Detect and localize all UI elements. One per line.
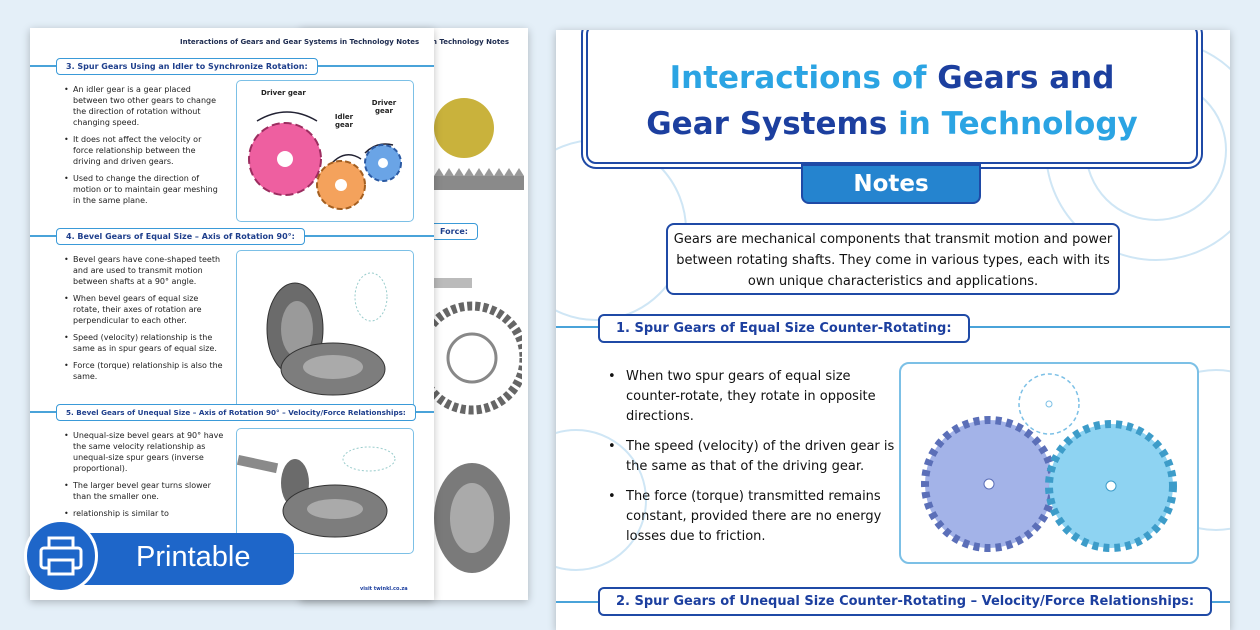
list-item: The larger bevel gear turns slower than … — [64, 480, 224, 502]
idler-gear-label: Idler gear — [334, 113, 354, 129]
left-page-header: Interactions of Gears and Gear Systems i… — [180, 38, 420, 46]
section-1-bullets: When two spur gears of equal size counte… — [606, 367, 906, 557]
list-item: Force (torque) relationship is also the … — [64, 360, 224, 382]
printable-badge[interactable]: Printable — [0, 517, 294, 595]
section-4-bullets: Bevel gears have cone-shaped teeth and a… — [64, 254, 224, 388]
printer-icon — [39, 536, 83, 576]
section-1-title: 1. Spur Gears of Equal Size Counter-Rota… — [598, 314, 970, 343]
back-section-tab: Force: — [430, 223, 478, 240]
list-item: Bevel gears have cone-shaped teeth and a… — [64, 254, 224, 287]
printable-label: Printable — [136, 541, 251, 573]
right-page-preview: Interactions of Gears and Gear Systems i… — [556, 30, 1230, 630]
rack-pinion-illustration — [434, 98, 524, 190]
footer-link: visit twinkl.co.za — [360, 586, 408, 592]
printer-icon-circle — [24, 519, 98, 593]
list-item: The speed (velocity) of the driven gear … — [606, 437, 906, 477]
section-5-bullets: Unequal-size bevel gears at 90° have the… — [64, 430, 224, 525]
notes-tab: Notes — [801, 164, 981, 204]
list-item: The force (torque) transmitted remains c… — [606, 487, 906, 547]
list-item: Speed (velocity) relationship is the sam… — [64, 332, 224, 354]
list-item: Unequal-size bevel gears at 90° have the… — [64, 430, 224, 474]
intro-text: Gears are mechanical components that tra… — [666, 223, 1120, 295]
gear-trio-graphic — [248, 111, 402, 210]
driver-gear-label: Driver gear — [261, 89, 306, 97]
page-title-line-1: Interactions of Gears and — [669, 60, 1115, 96]
list-item: An idler gear is a gear placed between t… — [64, 84, 222, 128]
list-item: Used to change the direction of motion o… — [64, 173, 222, 206]
list-item: It does not affect the velocity or force… — [64, 134, 222, 167]
back-page-header: n Technology Notes — [432, 38, 510, 46]
driven-gear-label: Driver gear — [371, 99, 397, 115]
section-5-title: 5. Bevel Gears of Unequal Size – Axis of… — [56, 404, 416, 421]
section-3-title: 3. Spur Gears Using an Idler to Synchron… — [56, 58, 318, 75]
idler-gear-diagram: Driver gear Idler gear Driver gear — [236, 80, 414, 222]
list-item: relationship is similar to — [64, 508, 224, 519]
left-page-preview: Interactions of Gears and Gear Systems i… — [30, 28, 434, 600]
list-item: When bevel gears of equal size rotate, t… — [64, 293, 224, 326]
gear-illustrations — [432, 278, 522, 573]
page-title-line-2: Gear Systems in Technology — [646, 106, 1138, 142]
bevel-gears-graphic — [266, 272, 388, 396]
bevel-unequal-graphic — [237, 446, 396, 538]
title-box: Interactions of Gears and Gear Systems i… — [586, 30, 1198, 164]
bevel-equal-diagram — [236, 250, 414, 412]
section-2-title: 2. Spur Gears of Unequal Size Counter-Ro… — [598, 587, 1213, 616]
section-3-bullets: An idler gear is a gear placed between t… — [64, 84, 222, 212]
section-4-title: 4. Bevel Gears of Equal Size – Axis of R… — [56, 228, 305, 245]
bevel-unequal-diagram — [236, 428, 414, 554]
spur-gears-graphic — [921, 373, 1177, 552]
spur-gears-diagram — [899, 362, 1199, 564]
list-item: When two spur gears of equal size counte… — [606, 367, 906, 427]
